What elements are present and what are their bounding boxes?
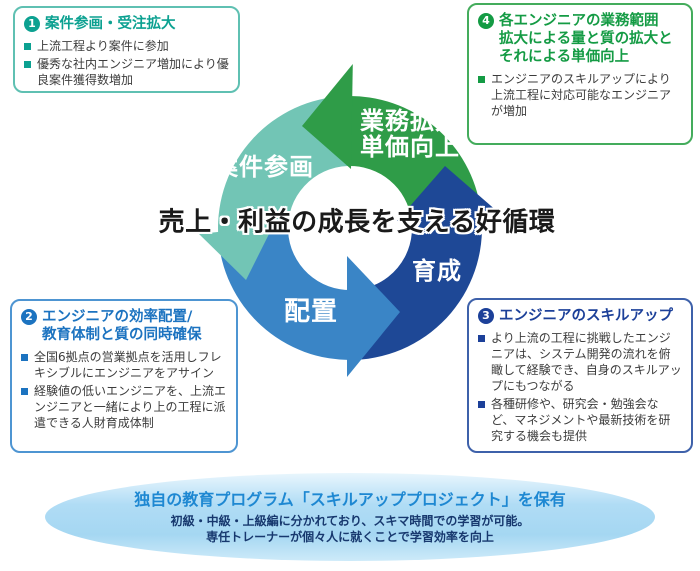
info-box-3: 3 エンジニアのスキルアップ より上流の工程に挑戦したエンジニアは、システム開発… xyxy=(467,298,693,453)
info-box-1: 1 案件参画・受注拡大 上流工程より案件に参加 優秀な社内エンジニア増加により優… xyxy=(13,6,240,93)
cycle-label-develop: 育成 xyxy=(412,257,462,285)
box3-bullet-1: より上流の工程に挑戦したエンジニアは、システム開発の流れを俯瞰して経験でき、自身… xyxy=(478,330,682,394)
box2-title-line1: エンジニアの効率配置/ xyxy=(42,309,193,325)
box2-bullet-2: 経験値の低いエンジニアを、上流エンジニアと一緒により上の工程に派遣できる人財育成… xyxy=(21,383,227,431)
box4-bullet-1: エンジニアのスキルアップにより上流工程に対応可能なエンジニアが増加 xyxy=(478,71,682,119)
box1-bullet-2: 優秀な社内エンジニア増加により優良案件獲得数増加 xyxy=(24,56,229,88)
cycle-label-assign: 配置 xyxy=(283,297,339,327)
box4-title-line3: それによる単価向上 xyxy=(499,49,630,65)
cycle-arrowhead-expand xyxy=(302,64,353,169)
box3-bullet-2: 各種研修や、研究会・勉強会など、マネジメントや最新技術を研究する機会も提供 xyxy=(478,396,682,444)
cycle-arrowhead-join xyxy=(199,226,273,280)
banner-line-1: 初級・中級・上級編に分かれており、スキマ時間での学習が可能。 xyxy=(170,513,530,528)
box2-number-badge: 2 xyxy=(21,309,37,325)
banner-title: 独自の教育プログラム「スキルアッププロジェクト」を保有 xyxy=(134,489,566,509)
cycle-label-expand-line1: 業務拡大 xyxy=(360,107,460,135)
box1-title: 案件参画・受注拡大 xyxy=(45,16,176,32)
cycle-label-expand-line2: 単価向上 xyxy=(360,133,460,161)
box1-bullet-1: 上流工程より案件に参加 xyxy=(24,38,229,54)
education-program-banner: 独自の教育プログラム「スキルアッププロジェクト」を保有 初級・中級・上級編に分か… xyxy=(45,473,655,561)
box4-title-line2: 拡大による量と質の拡大と xyxy=(499,31,673,47)
box4-number-badge: 4 xyxy=(478,13,494,29)
box2-title-line2: 教育体制と質の同時確保 xyxy=(42,327,202,343)
info-box-2: 2 エンジニアの効率配置/ 教育体制と質の同時確保 全国6拠点の営業拠点を活用し… xyxy=(10,299,238,453)
info-box-4: 4 各エンジニアの業務範囲 拡大による量と質の拡大と それによる単価向上 エンジ… xyxy=(467,3,693,145)
box4-title-line1: 各エンジニアの業務範囲 xyxy=(499,13,659,29)
box2-bullet-1: 全国6拠点の営業拠点を活用しフレキシブルにエンジニアをアサイン xyxy=(21,349,227,381)
cycle-label-expand: 業務拡大 単価向上 xyxy=(360,108,460,160)
banner-line-2: 専任トレーナーが個々人に就くことで学習効率を向上 xyxy=(206,529,494,544)
cycle-arrowhead-develop xyxy=(397,166,498,221)
cycle-headline: 売上・利益の成長を支える好循環 xyxy=(158,207,556,238)
cycle-arrowhead-assign xyxy=(347,256,400,377)
cycle-label-join: 案件参画 xyxy=(214,153,314,181)
box3-title: エンジニアのスキルアップ xyxy=(499,308,673,324)
box1-number-badge: 1 xyxy=(24,16,40,32)
box3-number-badge: 3 xyxy=(478,308,494,324)
